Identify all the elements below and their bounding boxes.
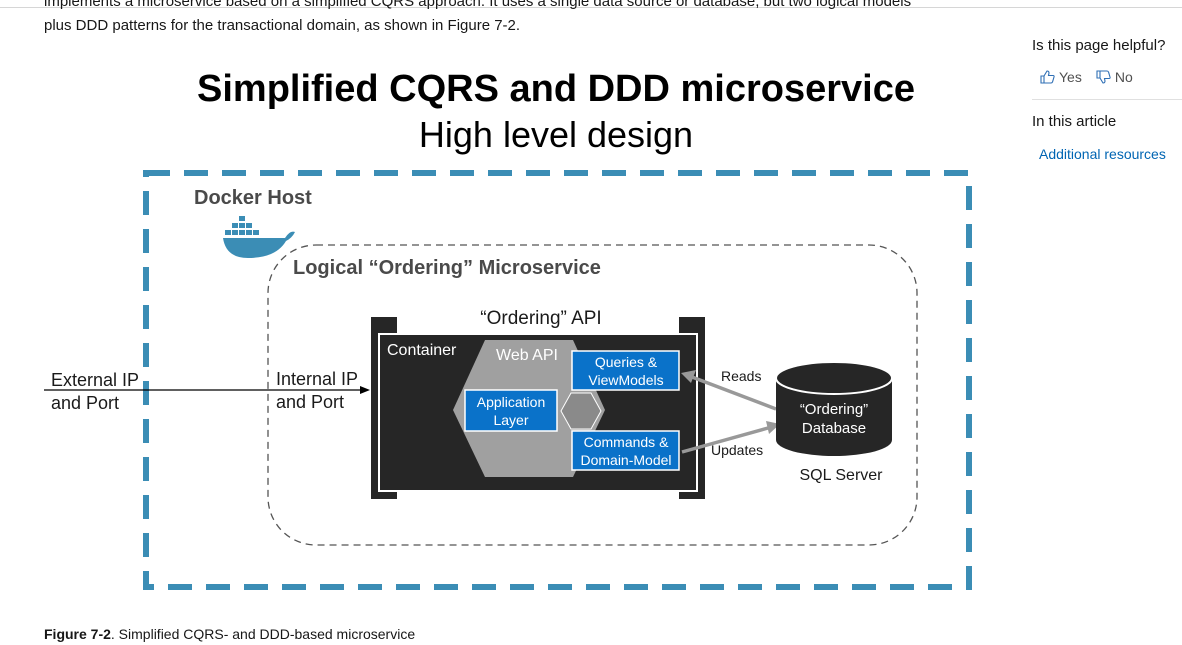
commands-box (571, 430, 680, 471)
internal-ip-line-2: and Port (276, 392, 344, 412)
intro-line-2: plus DDD patterns for the transactional … (44, 17, 521, 34)
ingress-arrow (44, 386, 370, 394)
queries-line-2: ViewModels (588, 372, 663, 388)
in-this-article-heading: In this article (1032, 113, 1117, 130)
figure-caption-text: . Simplified CQRS- and DDD-based microse… (110, 626, 416, 642)
figure-caption-label: Figure 7-2 (44, 626, 111, 642)
microservice-label: Logical “Ordering” Microservice (293, 257, 601, 279)
reads-label: Reads (721, 368, 761, 384)
helpful-question: Is this page helpful? (1032, 37, 1166, 54)
diagram-canvas: Simplified CQRS and DDD microservice Hig… (44, 68, 972, 590)
no-button[interactable]: No (1096, 69, 1133, 85)
rail-divider (1032, 99, 1182, 100)
application-layer-line-2: Layer (493, 412, 528, 428)
yes-label: Yes (1059, 69, 1082, 85)
intro-line-1: implements a microservice based on a sim… (44, 0, 912, 10)
commands-line-2: Domain-Model (580, 452, 671, 468)
application-layer-box (464, 389, 558, 432)
docker-whale-icon (223, 216, 295, 258)
reads-arrow (681, 370, 777, 411)
ordering-api-label: “Ordering” API (480, 308, 601, 329)
application-layer-line-1: Application (477, 394, 546, 410)
internal-ip-line-1: Internal IP (276, 369, 358, 389)
inner-hexagon (560, 392, 602, 430)
database-icon (775, 361, 893, 456)
database-line-2: Database (802, 420, 866, 437)
container-label: Container (387, 342, 457, 359)
additional-resources-link[interactable]: Additional resources (1039, 146, 1166, 162)
figure-caption: Figure 7-2. Simplified CQRS- and DDD-bas… (44, 626, 415, 642)
feedback-buttons: Yes No (1040, 69, 1133, 85)
diagram-subtitle: High level design (419, 114, 693, 155)
commands-line-1: Commands & (584, 434, 669, 450)
database-line-1: “Ordering” (800, 401, 868, 418)
external-ip-line-2: and Port (51, 393, 119, 413)
external-ip-line-1: External IP (51, 370, 139, 390)
thumbs-down-icon (1096, 70, 1111, 84)
no-label: No (1114, 69, 1133, 85)
intro-paragraph: implements a microservice based on a sim… (44, 0, 984, 38)
thumbs-up-icon (1040, 70, 1055, 84)
microservice-boundary (267, 244, 918, 546)
web-api-label: Web API (496, 347, 558, 364)
queries-line-1: Queries & (595, 354, 658, 370)
queries-box (571, 350, 680, 391)
yes-button[interactable]: Yes (1040, 69, 1082, 85)
cqrs-ddd-diagram: Simplified CQRS and DDD microservice Hig… (44, 68, 972, 590)
updates-label: Updates (711, 442, 763, 458)
docker-host-box (143, 170, 972, 590)
diagram-title: Simplified CQRS and DDD microservice (197, 68, 915, 110)
header-divider (0, 7, 1182, 8)
docker-host-label: Docker Host (194, 187, 312, 209)
sql-server-label: SQL Server (800, 467, 884, 484)
